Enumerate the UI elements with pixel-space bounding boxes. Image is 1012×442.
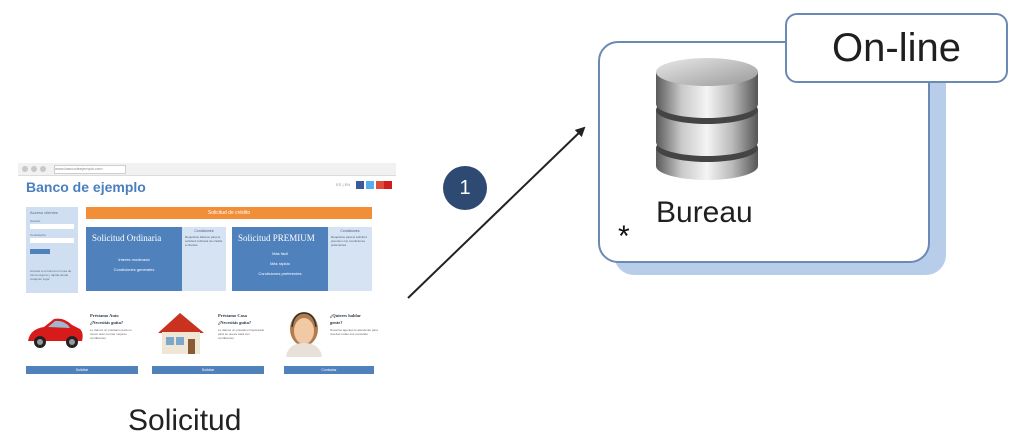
promo-auto-subtitle: ¿Necesitás guita? bbox=[90, 320, 124, 325]
product-ordinaria-line: Condiciones generales bbox=[113, 267, 155, 272]
website-thumbnail: www.bancodeejemplo.com Banco de ejemplo … bbox=[18, 163, 396, 375]
product-premium-side-head: Condiciones bbox=[340, 229, 360, 233]
login-user-field bbox=[30, 224, 74, 229]
product-ordinaria-title: Solicitud Ordinaria bbox=[92, 233, 162, 243]
login-button bbox=[30, 249, 50, 254]
online-tag: On-line bbox=[785, 13, 1008, 83]
call-center-agent-image bbox=[286, 312, 322, 357]
asterisk-mark: * bbox=[618, 220, 630, 253]
google-icon bbox=[376, 181, 384, 189]
login-user-label: Usuario bbox=[30, 219, 41, 223]
product-ordinaria-side-head: Condiciones bbox=[194, 229, 214, 233]
language-links: ES | EN bbox=[336, 182, 351, 187]
login-note: Acceda a su banca en línea de forma segu… bbox=[30, 269, 72, 281]
product-premium: Solicitud PREMIUM Más fácil Más rápido C… bbox=[232, 227, 372, 291]
promo-help-subtitle: gente? bbox=[330, 320, 343, 325]
database-icon bbox=[656, 58, 758, 180]
house-image bbox=[158, 313, 204, 354]
product-ordinaria: Solicitud Ordinaria Interés moderado Con… bbox=[86, 227, 226, 291]
promo-auto-title: Préstamo Auto bbox=[90, 313, 119, 318]
credit-banner: Solicitud de crédito bbox=[86, 207, 372, 219]
promo-help-title: ¿Quieres hablar bbox=[330, 313, 362, 318]
youtube-icon bbox=[384, 181, 392, 189]
product-ordinaria-line: Interés moderado bbox=[118, 257, 150, 262]
promo-casa-button: Solicitar bbox=[152, 366, 264, 374]
promo-casa-title: Préstamo Casa bbox=[218, 313, 247, 318]
login-pass-label: Contraseña bbox=[30, 233, 46, 237]
reload-icon bbox=[40, 166, 46, 172]
red-car-image bbox=[28, 318, 83, 348]
product-premium-side: Condiciones Requisitos para la solicitud… bbox=[328, 227, 372, 291]
product-premium-line: Más fácil bbox=[272, 251, 288, 256]
product-premium-side-text: Requisitos para la solicitud premium con… bbox=[331, 235, 367, 247]
login-title: Acceso clientes bbox=[30, 210, 58, 215]
promo-casa-text: Le damos un préstamo hipotecario para su… bbox=[218, 328, 265, 340]
product-premium-line: Más rápido bbox=[270, 261, 290, 266]
product-premium-card: Solicitud PREMIUM Más fácil Más rápido C… bbox=[232, 227, 328, 291]
url-bar: www.bancodeejemplo.com bbox=[54, 165, 126, 174]
product-ordinaria-side-text: Requisitos básicos para la solicitud ord… bbox=[185, 235, 223, 247]
product-premium-line: Condiciones preferentes bbox=[258, 271, 302, 276]
bureau-label: Bureau bbox=[656, 196, 753, 229]
promo-casa-subtitle: ¿Necesitás guita? bbox=[218, 320, 252, 325]
browser-bar: www.bancodeejemplo.com bbox=[18, 163, 396, 176]
product-ordinaria-card: Solicitud Ordinaria Interés moderado Con… bbox=[86, 227, 182, 291]
login-panel: Acceso clientes Usuario Contraseña Acced… bbox=[26, 207, 78, 293]
twitter-icon bbox=[366, 181, 374, 189]
bank-title: Banco de ejemplo bbox=[26, 179, 146, 195]
login-pass-field bbox=[30, 238, 74, 243]
product-premium-title: Solicitud PREMIUM bbox=[238, 233, 315, 243]
promo-auto-text: Le damos un préstamo para su nuevo auto … bbox=[90, 328, 132, 340]
forward-icon bbox=[31, 166, 37, 172]
solicitud-label: Solicitud bbox=[128, 404, 242, 437]
promo-auto-button: Solicitar bbox=[26, 366, 138, 374]
promo-help-button: Contactar bbox=[284, 366, 374, 374]
promo-help-text: Nuestros agentes le atenderán para resol… bbox=[330, 328, 378, 336]
back-icon bbox=[22, 166, 28, 172]
facebook-icon bbox=[356, 181, 364, 189]
product-ordinaria-side: Condiciones Requisitos básicos para la s… bbox=[182, 227, 226, 291]
step-number-badge: 1 bbox=[443, 166, 487, 210]
